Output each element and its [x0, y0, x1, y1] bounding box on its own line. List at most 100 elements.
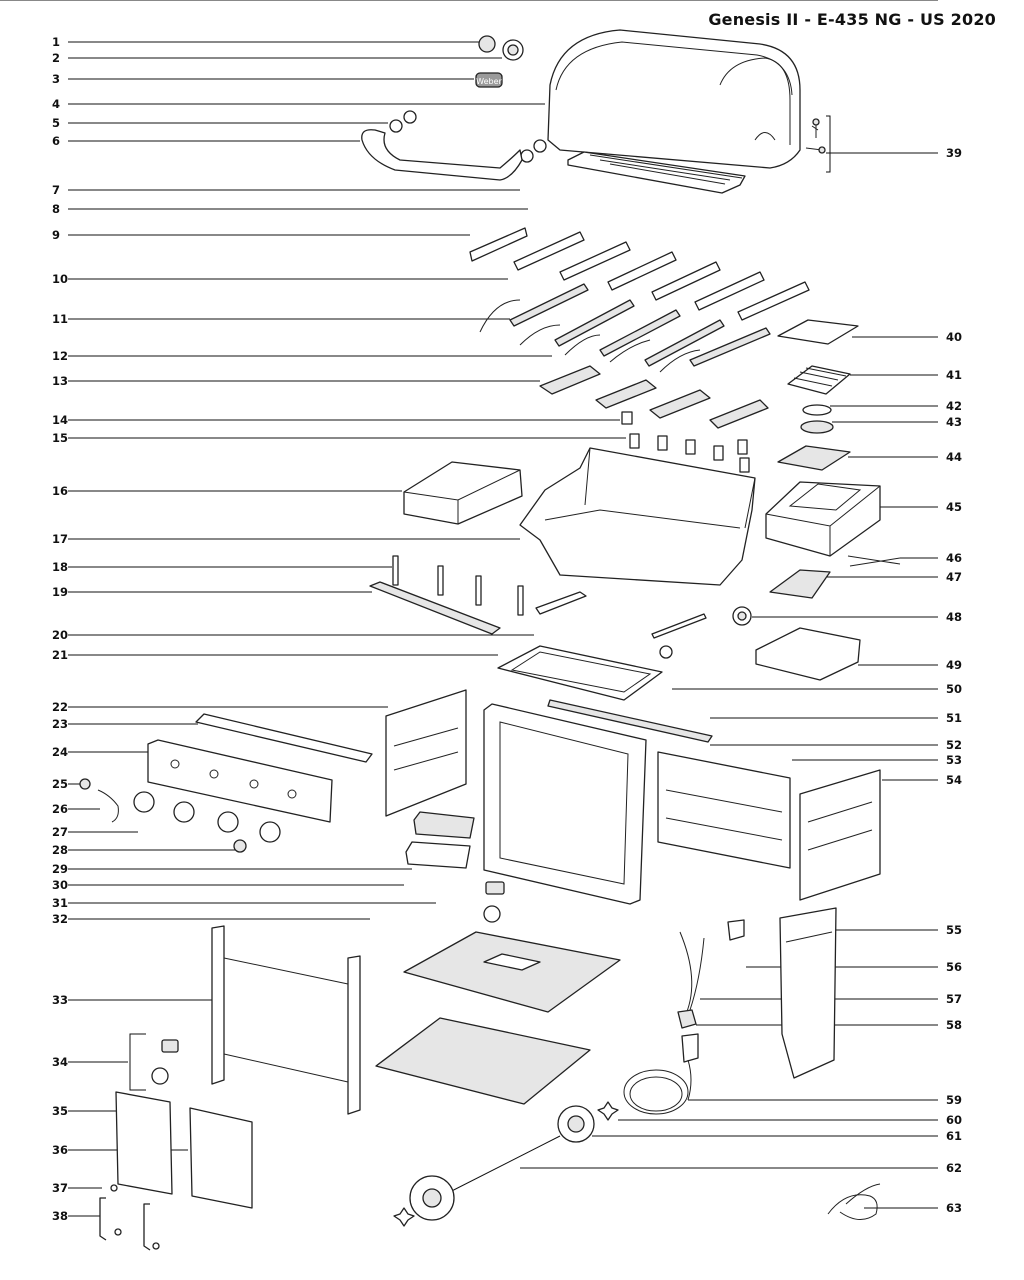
part-catch-pan [497, 645, 663, 701]
callout-number-45: 45 [946, 500, 962, 514]
callout-number-17: 17 [52, 532, 68, 546]
part-right-panel [799, 769, 881, 901]
callout-number-61: 61 [946, 1129, 962, 1143]
part-tank-shroud [779, 907, 837, 1079]
part-cookbox [519, 447, 756, 586]
part-side-panel [657, 751, 791, 869]
callout-number-60: 60 [946, 1113, 962, 1127]
part-gas-hose [623, 1069, 689, 1115]
callout-number-16: 16 [52, 484, 68, 498]
callout-number-56: 56 [946, 960, 962, 974]
part-logo-plate [475, 72, 503, 88]
part-bottom-shelf [403, 931, 621, 1013]
part-flavorizer-bars [469, 227, 810, 321]
callout-number-4: 4 [52, 97, 60, 111]
callout-number-29: 29 [52, 862, 68, 876]
callout-number-40: 40 [946, 330, 962, 344]
part-knob [133, 791, 155, 813]
part-door-right [189, 1107, 253, 1209]
part-side-lid [777, 319, 859, 345]
callout-number-59: 59 [946, 1093, 962, 1107]
callout-number-2: 2 [52, 51, 60, 65]
callout-number-64: 64 [946, 0, 962, 3]
callout-number-7: 7 [52, 183, 60, 197]
callout-number-58: 58 [946, 1018, 962, 1032]
part-side-burner [765, 481, 881, 557]
part-control-panel [147, 739, 333, 823]
callout-number-27: 27 [52, 825, 68, 839]
part-side-tray [755, 627, 861, 681]
part-burner-plate [777, 445, 851, 471]
callout-number-46: 46 [946, 551, 962, 565]
part-manifold [369, 581, 501, 635]
part-lid-handle [361, 129, 523, 181]
callout-number-25: 25 [52, 777, 68, 791]
callout-number-42: 42 [946, 399, 962, 413]
part-door-left [115, 1091, 173, 1195]
callout-number-12: 12 [52, 349, 68, 363]
part-cart-frame [483, 703, 647, 905]
callout-number-13: 13 [52, 374, 68, 388]
callout-number-19: 19 [52, 585, 68, 599]
callout-number-15: 15 [52, 431, 68, 445]
callout-labels: 1234567891011121314151617181920212223242… [0, 0, 962, 1223]
callout-number-32: 32 [52, 912, 68, 926]
callout-number-52: 52 [946, 738, 962, 752]
callout-number-35: 35 [52, 1104, 68, 1118]
callout-number-38: 38 [52, 1209, 68, 1223]
part-thermometer [478, 35, 496, 53]
diagram-title: Genesis II - E-435 NG - US 2020 [708, 10, 996, 29]
callout-number-62: 62 [946, 1161, 962, 1175]
callout-number-55: 55 [946, 923, 962, 937]
part-heat-deflectors [539, 365, 769, 429]
callout-number-39: 39 [946, 146, 962, 160]
part-side-burner-lid [403, 461, 523, 525]
callout-number-26: 26 [52, 802, 68, 816]
callout-number-18: 18 [52, 560, 68, 574]
callout-number-49: 49 [946, 658, 962, 672]
callout-number-31: 31 [52, 896, 68, 910]
callout-number-50: 50 [946, 682, 962, 696]
callout-number-23: 23 [52, 717, 68, 731]
callout-number-51: 51 [946, 711, 962, 725]
callout-number-34: 34 [52, 1055, 68, 1069]
bracket-39 [826, 115, 831, 173]
callout-number-9: 9 [52, 228, 60, 242]
callout-number-44: 44 [946, 450, 962, 464]
callout-number-10: 10 [52, 272, 68, 286]
callout-number-3: 3 [52, 72, 60, 86]
callout-number-11: 11 [52, 312, 68, 326]
part-burner-tubes [509, 283, 771, 367]
part-lid [547, 29, 801, 169]
callout-number-24: 24 [52, 745, 68, 759]
callout-number-30: 30 [52, 878, 68, 892]
part-side-frame [211, 925, 225, 1085]
callout-number-33: 33 [52, 993, 68, 1007]
part-heat-shield [195, 713, 373, 763]
parts-illustration: Weber [79, 29, 901, 1251]
callout-number-47: 47 [946, 570, 962, 584]
bracket-34 [129, 1033, 146, 1091]
callout-number-5: 5 [52, 116, 60, 130]
callout-number-14: 14 [52, 413, 68, 427]
callout-number-1: 1 [52, 35, 60, 49]
callout-number-53: 53 [946, 753, 962, 767]
part-valves [392, 555, 524, 616]
part-lower-shelf [375, 1017, 591, 1105]
callout-number-63: 63 [946, 1201, 962, 1215]
part-crossover [535, 591, 587, 615]
part-grease-tray [413, 811, 475, 839]
callout-number-41: 41 [946, 368, 962, 382]
callout-number-22: 22 [52, 700, 68, 714]
callout-number-6: 6 [52, 134, 60, 148]
callout-number-37: 37 [52, 1181, 68, 1195]
logo-plate-text: Weber [476, 77, 502, 86]
part-rail [547, 699, 713, 743]
callout-number-48: 48 [946, 610, 962, 624]
callout-number-36: 36 [52, 1143, 68, 1157]
callout-number-54: 54 [946, 773, 962, 787]
callout-number-43: 43 [946, 415, 962, 429]
callout-number-20: 20 [52, 628, 68, 642]
callout-number-57: 57 [946, 992, 962, 1006]
